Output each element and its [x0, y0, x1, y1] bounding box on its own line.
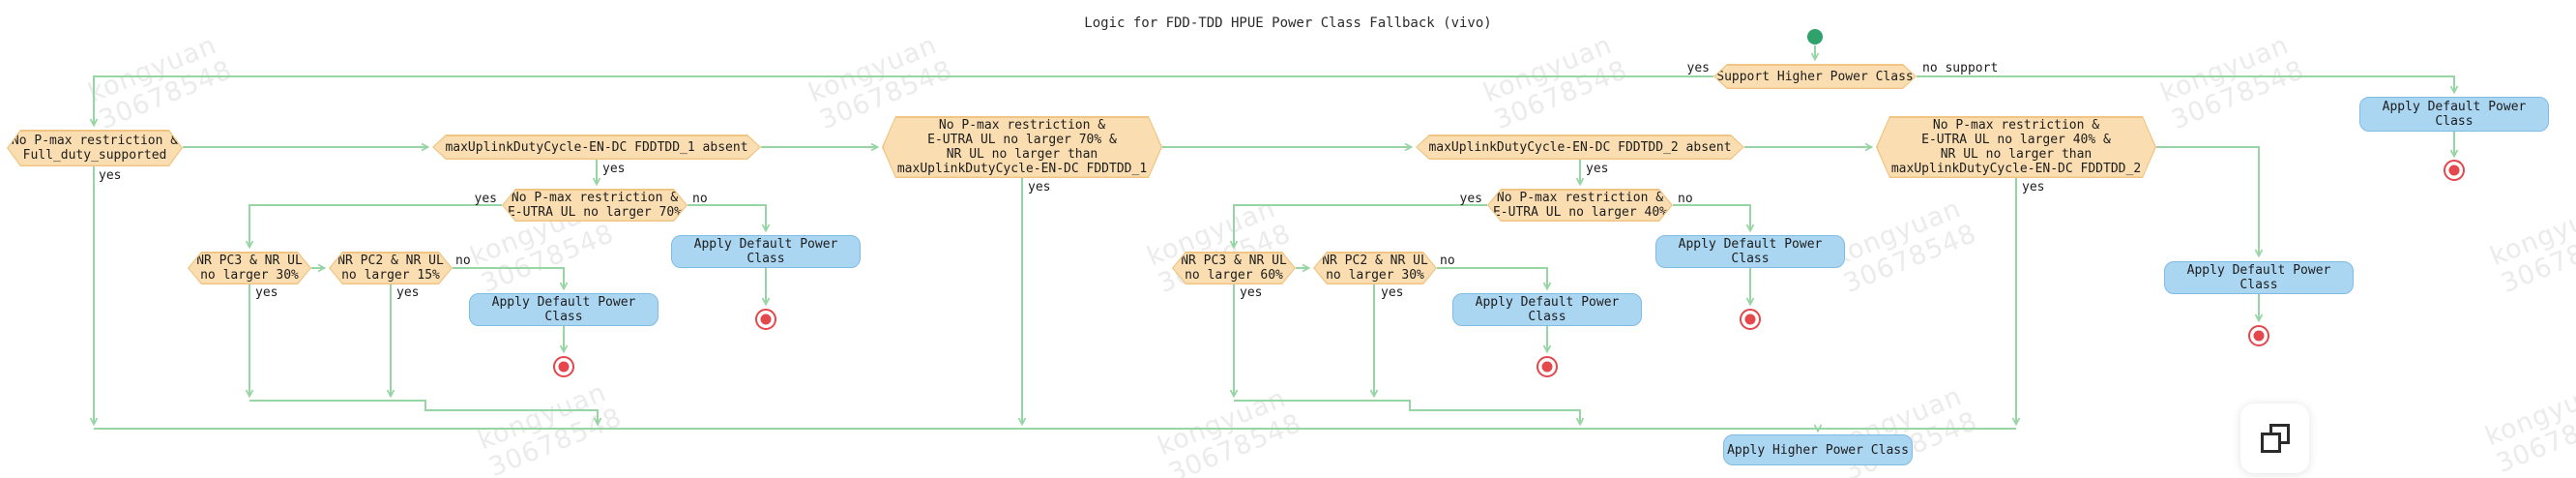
edge-label-yes: yes: [1028, 180, 1051, 194]
decision-label: No P-max restriction & E-UTRA UL no larg…: [884, 118, 1161, 177]
decision-label: No P-max restriction & Full_duty_support…: [9, 132, 182, 165]
end-node: [553, 356, 574, 377]
end-node: [1537, 356, 1558, 377]
decision-label: maxUplinkDutyCycle-EN-DC FDDTDD_1 absent: [434, 136, 760, 159]
decision-no-pmax-full-duty: No P-max restriction & Full_duty_support…: [7, 130, 183, 166]
edge-pc2r-no-to-default: [1437, 267, 1552, 291]
decision-label: No P-max restriction & E-UTRA UL no larg…: [504, 191, 687, 221]
edge-label-yes: yes: [255, 285, 278, 300]
decision-label: No P-max restriction & E-UTRA UL no larg…: [1489, 191, 1672, 221]
decision-fddtdd1-duty-cycle: No P-max restriction & E-UTRA UL no larg…: [882, 116, 1162, 178]
decision-label: Support Higher Power Class: [1715, 66, 1916, 88]
edge-label-no: no: [1678, 192, 1693, 206]
edge-c2-yes-to-pc3r: [1229, 204, 1487, 250]
start-node: [1807, 29, 1823, 45]
decision-label: NR PC3 & NR UL no larger 30%: [190, 254, 310, 284]
decision-pc2-15: NR PC2 & NR UL no larger 15%: [329, 252, 453, 284]
decision-label: NR PC2 & NR UL no larger 30%: [1315, 254, 1436, 284]
edge-c1-yes-to-pc3l: [245, 204, 502, 250]
end-node: [2444, 160, 2465, 181]
edge-label-yes: yes: [2022, 180, 2045, 194]
edge-label-yes: yes: [1240, 285, 1263, 300]
edge-label-no: no: [1440, 254, 1455, 268]
decision-label: No P-max restriction & E-UTRA UL no larg…: [1878, 118, 2155, 177]
end-node: [2248, 325, 2269, 346]
edge-c2-no-to-default: [1673, 204, 1755, 233]
action-apply-default-d2-no: Apply Default Power Class: [2164, 261, 2354, 294]
end-node: [1740, 309, 1761, 330]
action-apply-default-pc2l-no: Apply Default Power Class: [469, 293, 659, 326]
copy-button[interactable]: [2240, 403, 2309, 473]
action-apply-higher-power-class: Apply Higher Power Class: [1723, 434, 1913, 465]
decision-fddtdd2-absent: maxUplinkDutyCycle-EN-DC FDDTDD_2 absent: [1416, 134, 1744, 160]
decision-pc3-30: NR PC3 & NR UL no larger 30%: [188, 252, 311, 284]
edge-d2-no-to-default: [2156, 146, 2264, 258]
edge-label-yes: yes: [1459, 192, 1482, 206]
decision-eutra-70: No P-max restriction & E-UTRA UL no larg…: [502, 189, 688, 222]
action-apply-default-c2-no: Apply Default Power Class: [1655, 235, 1845, 268]
edge-c1-no-to-default: [688, 204, 771, 233]
edge-label-yes: yes: [396, 285, 420, 300]
decision-fddtdd2-duty-cycle: No P-max restriction & E-UTRA UL no larg…: [1876, 116, 2156, 178]
edge-label-yes: yes: [602, 162, 626, 176]
edge-pc2l-no-to-default: [453, 267, 569, 291]
edge-label-no: no: [692, 192, 708, 206]
edge-label-no: no: [455, 254, 471, 268]
edge-support-no-to-default: [1917, 75, 2459, 95]
edge-label-yes: yes: [1686, 61, 1710, 75]
decision-label: NR PC3 & NR UL no larger 60%: [1174, 254, 1295, 284]
edge-left-merge: [249, 400, 602, 427]
decision-fddtdd1-absent: maxUplinkDutyCycle-EN-DC FDDTDD_1 absent: [432, 134, 761, 160]
decision-pc2-30: NR PC2 & NR UL no larger 30%: [1313, 252, 1437, 284]
edge-support-yes-to-a1: [89, 75, 1713, 128]
action-apply-default-pc2r-no: Apply Default Power Class: [1452, 293, 1642, 326]
copy-icon: [2260, 424, 2290, 453]
decision-support-higher-power-class: Support Higher Power Class: [1713, 64, 1917, 89]
decision-label: maxUplinkDutyCycle-EN-DC FDDTDD_2 absent: [1418, 136, 1743, 159]
edge-label-no-support: no support: [1922, 61, 1999, 75]
decision-label: NR PC2 & NR UL no larger 15%: [331, 254, 452, 284]
edge-label-yes: yes: [99, 168, 122, 183]
edge-right-merge: [1234, 400, 1585, 427]
decision-pc3-60: NR PC3 & NR UL no larger 60%: [1172, 252, 1296, 284]
edge-label-yes: yes: [1381, 285, 1404, 300]
edge-label-yes: yes: [1586, 162, 1609, 176]
decision-eutra-40: No P-max restriction & E-UTRA UL no larg…: [1487, 189, 1673, 222]
edge-label-yes: yes: [474, 192, 497, 206]
action-apply-default-c1-no: Apply Default Power Class: [671, 235, 861, 268]
action-apply-default-top-right: Apply Default Power Class: [2359, 97, 2549, 132]
diagram-title: Logic for FDD-TDD HPUE Power Class Fallb…: [1084, 15, 1492, 31]
end-node: [755, 309, 776, 330]
